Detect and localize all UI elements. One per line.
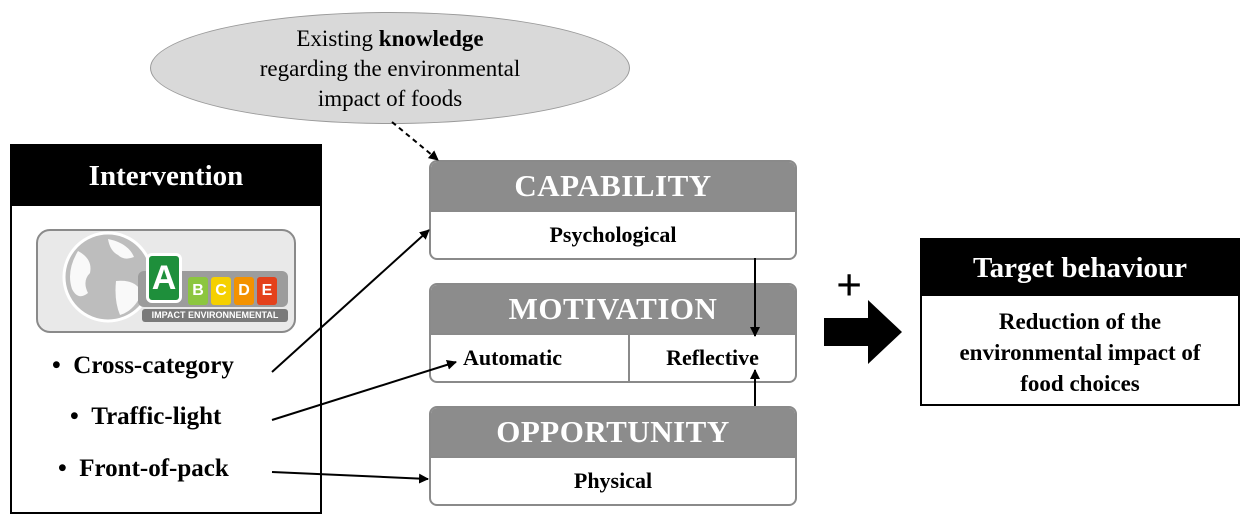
traffic-light-arrow (271, 359, 457, 421)
arrows-layer (271, 121, 902, 484)
motivation-reflective: Reflective (628, 335, 795, 381)
bullet-dot: • (58, 455, 67, 482)
score-letter-a: A (146, 253, 182, 303)
motivation-title: MOTIVATION (431, 285, 795, 335)
knowledge-ellipse: Existing knowledge regarding the environ… (150, 12, 630, 124)
score-letter-e: E (257, 277, 277, 305)
score-letter-c: C (211, 277, 231, 305)
bullet-cross-category: • Cross-category (52, 352, 234, 380)
bullet-label: Cross-category (73, 352, 234, 379)
front-of-pack-arrow (271, 471, 429, 484)
globe-continent-2 (108, 239, 134, 259)
bullet-label: Front-of-pack (79, 455, 229, 482)
knowledge-line-3: impact of foods (317, 86, 463, 111)
target-title: Target behaviour (922, 240, 1238, 296)
globe-continent-3 (115, 280, 142, 315)
target-behaviour-box: Target behaviour Reduction of the enviro… (920, 238, 1240, 406)
cross-category-arrow (271, 229, 430, 373)
opportunity-box: OPPORTUNITY Physical (429, 406, 797, 506)
eco-score-logo: A B C D E IMPACT ENVIRONNEMENTAL (36, 229, 296, 333)
bullet-front-of-pack: • Front-of-pack (58, 455, 229, 483)
knowledge-arrow (391, 121, 439, 161)
bullet-traffic-light: • Traffic-light (70, 403, 221, 431)
target-line-3: food choices (1020, 371, 1140, 396)
target-body: Reduction of the environmental impact of… (922, 296, 1238, 399)
bullet-dot: • (52, 352, 61, 379)
score-letter-d: D (234, 277, 254, 305)
right-block-arrow-icon (824, 300, 902, 364)
plus-sign: + (836, 259, 863, 310)
target-line-1: Reduction of the (998, 309, 1162, 334)
bullet-label: Traffic-light (91, 403, 222, 430)
knowledge-bold: knowledge (378, 26, 484, 51)
knowledge-line-2: regarding the environmental (259, 56, 521, 81)
logo-caption: IMPACT ENVIRONNEMENTAL (142, 309, 288, 322)
motivation-sub-row: Automatic Reflective (431, 335, 795, 381)
target-line-2: environmental impact of (959, 340, 1201, 365)
knowledge-prefix: Existing (296, 26, 374, 51)
bullet-dot: • (70, 403, 79, 430)
capability-title: CAPABILITY (431, 162, 795, 212)
knowledge-line-1: Existing knowledge (260, 24, 521, 54)
opportunity-title: OPPORTUNITY (431, 408, 795, 458)
motivation-box: MOTIVATION Automatic Reflective (429, 283, 797, 383)
capability-box: CAPABILITY Psychological (429, 160, 797, 260)
globe-continent-1 (70, 251, 91, 297)
score-letter-b: B (188, 277, 208, 305)
opportunity-sub: Physical (573, 468, 653, 493)
capability-sub: Psychological (549, 222, 677, 247)
motivation-automatic: Automatic (463, 345, 562, 370)
intervention-title: Intervention (12, 146, 320, 206)
